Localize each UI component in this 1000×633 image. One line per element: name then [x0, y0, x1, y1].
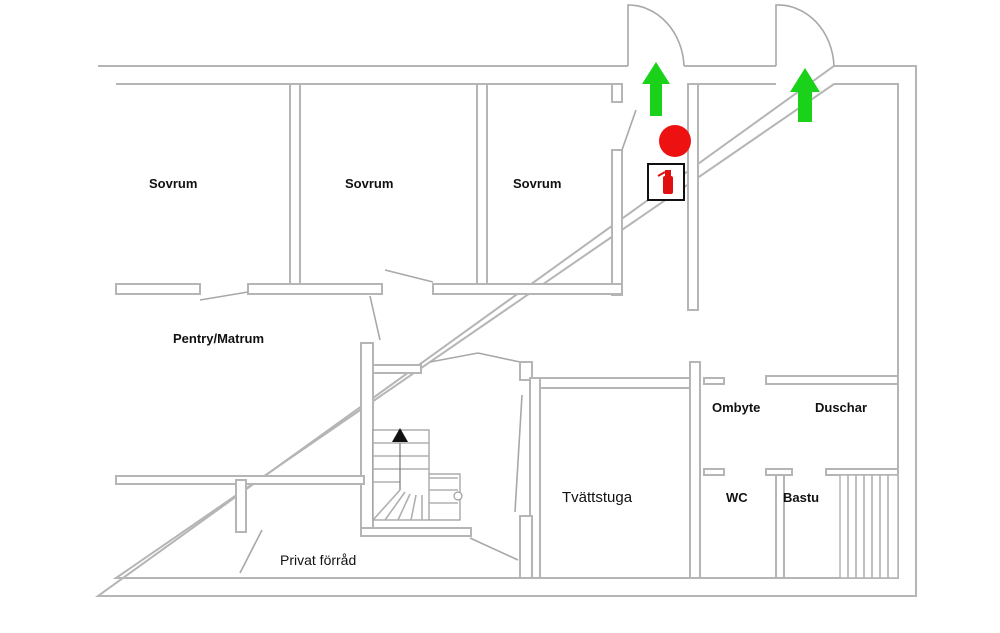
- room-label-wc: WC: [726, 490, 748, 505]
- fire-extinguisher-icon: [647, 163, 685, 201]
- room-label-ombyte: Ombyte: [712, 400, 760, 415]
- room-label-duschar: Duschar: [815, 400, 867, 415]
- stair-up-arrow-icon: [392, 428, 408, 442]
- room-label-sovrum-2: Sovrum: [345, 176, 393, 191]
- exit-arrow-icon-right: [790, 68, 820, 122]
- room-label-sovrum-3: Sovrum: [513, 176, 561, 191]
- sauna-bench: [839, 474, 899, 579]
- room-label-bastu: Bastu: [783, 490, 819, 505]
- right-wing-walls: [703, 375, 899, 579]
- room-label-sovrum-1: Sovrum: [149, 176, 197, 191]
- door-swings: [199, 4, 835, 574]
- central-walls: [115, 342, 701, 579]
- room-label-tvattstuga: Tvättstuga: [562, 489, 633, 506]
- exit-arrow-icon-left: [642, 62, 670, 116]
- staircase: [372, 428, 463, 521]
- bedroom-walls: [115, 83, 699, 311]
- room-label-pentry: Pentry/Matrum: [173, 331, 264, 346]
- assembly-point-icon: [659, 125, 691, 157]
- room-label-forrad: Privat förråd: [280, 552, 356, 568]
